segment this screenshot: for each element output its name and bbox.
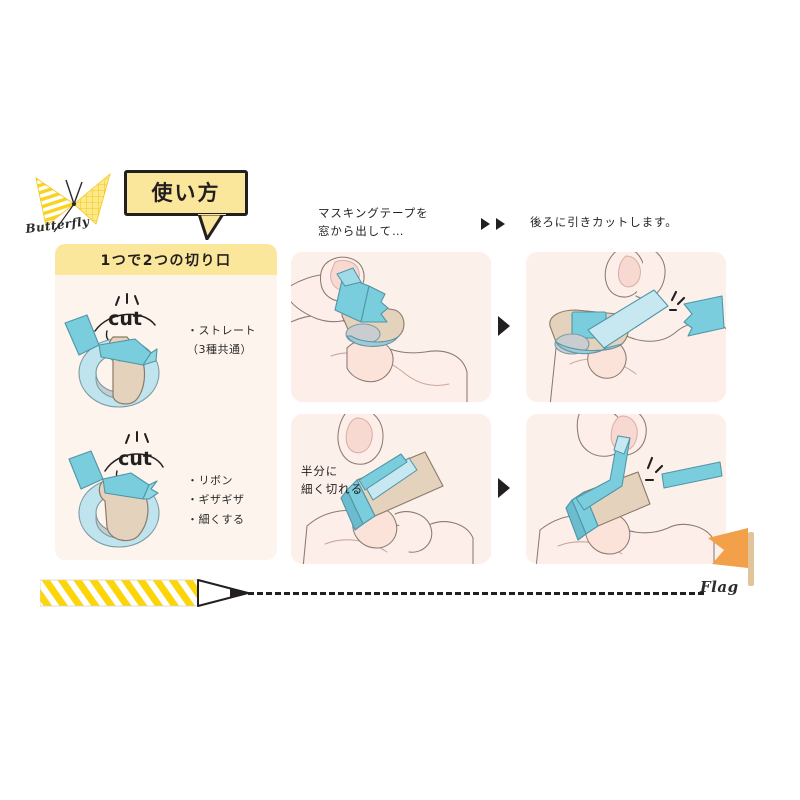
panel-thin-cut: [291, 414, 491, 564]
panel-cut-tape: [526, 252, 726, 402]
tape-roll-cutter-ribbon-icon: cut: [57, 415, 193, 555]
step-caption-1: マスキングテープを 窓から出して…: [318, 205, 429, 241]
bullet-line: （3種共通）: [187, 343, 252, 357]
double-triangle-right-icon: [481, 216, 511, 230]
panel-thin-cut-label: 半分に 細く切れる: [301, 462, 363, 499]
caption-line: マスキングテープを: [318, 206, 429, 220]
orange-flag-icon: [690, 524, 776, 586]
caption-line: 窓から出して…: [318, 223, 405, 238]
speech-bubble-tail-icon: [197, 208, 227, 241]
tape-roll-cutter-straight-icon: cut: [57, 275, 193, 415]
bullet-line: ・細くする: [187, 512, 245, 526]
howto-bubble: 使い方: [124, 170, 248, 216]
feature-card-header: 1つで2つの切り口: [55, 244, 277, 275]
svg-text:cut: cut: [118, 448, 152, 470]
dashed-rule: [248, 592, 704, 595]
panel-pull-tape: [291, 252, 491, 402]
triangle-right-icon: [497, 316, 511, 336]
panel-thin-result: [526, 414, 726, 564]
bullet-line: ・ギザギザ: [187, 493, 245, 507]
feature-bullets-straight: ・ストレート （3種共通）: [187, 321, 271, 360]
feature-card: 1つで2つの切り口 cut: [55, 244, 277, 560]
svg-text:cut: cut: [108, 308, 142, 330]
butterfly-icon: [26, 166, 118, 250]
feature-bullets-ribbon: ・リボン ・ギザギザ ・細くする: [187, 471, 271, 529]
howto-bubble-label: 使い方: [151, 180, 221, 205]
panel-label-line: 半分に: [301, 464, 339, 478]
striped-pencil-icon: [39, 578, 255, 608]
panel-label-line: 細く切れる: [301, 482, 363, 497]
bullet-line: ・ストレート: [187, 324, 256, 337]
feature-card-title: 1つで2つの切り口: [100, 252, 232, 269]
triangle-right-icon: [497, 478, 511, 498]
step-caption-2: 後ろに引きカットします。: [530, 214, 678, 232]
flag-brand-name: Flag: [700, 578, 739, 596]
bullet-line: ・リボン: [187, 474, 233, 487]
feature-row-straight: cut ・ストレート （3種共: [55, 275, 277, 415]
feature-row-ribbon: cut ・リボン ・ギザギザ ・細く: [55, 415, 277, 555]
caption-line: 後ろに引きカットします。: [530, 215, 678, 229]
